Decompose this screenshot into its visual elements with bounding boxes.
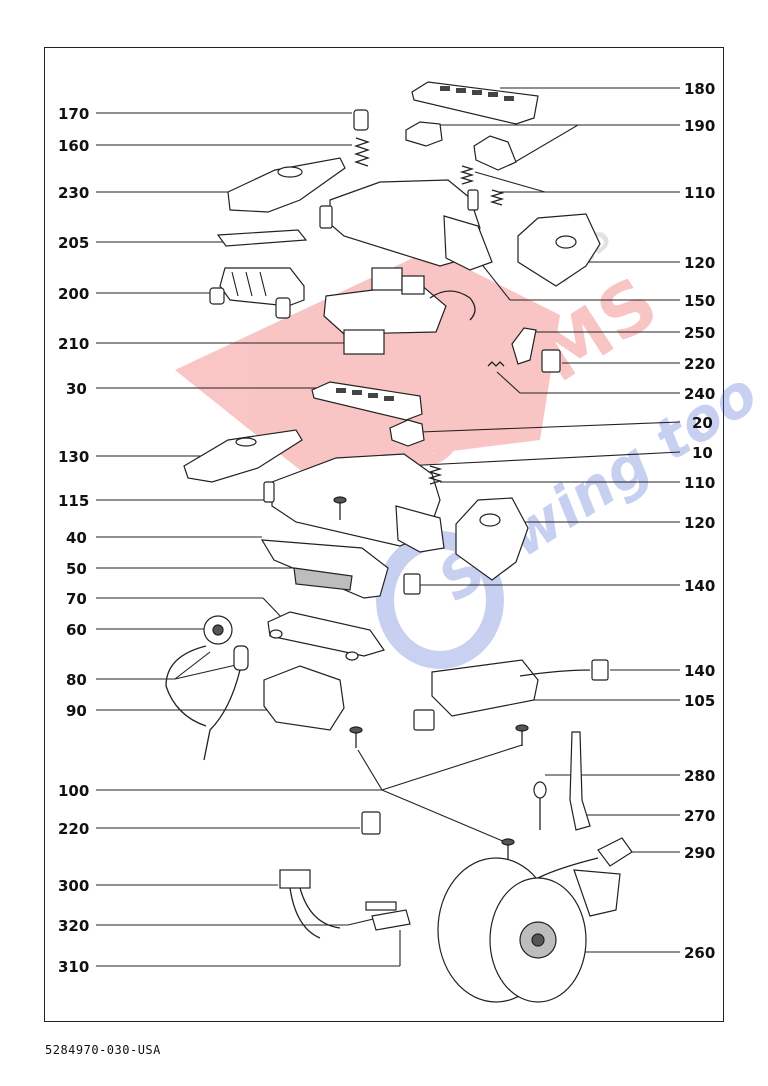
label-140-upper: 140 [684, 577, 715, 595]
label-280: 280 [684, 767, 715, 785]
part-230-top-cover [227, 157, 346, 213]
label-260: 260 [684, 944, 715, 962]
label-60: 60 [66, 621, 87, 639]
label-120-upper: 120 [684, 254, 715, 272]
label-40: 40 [66, 529, 87, 547]
label-105: 105 [684, 692, 715, 710]
part-190-clips [405, 121, 517, 171]
left-label-column: 170 160 230 205 200 210 30 130 115 40 50… [58, 105, 89, 976]
label-200: 200 [58, 285, 89, 303]
part-300-connector [279, 869, 341, 939]
label-310: 310 [58, 958, 89, 976]
label-210: 210 [58, 335, 89, 353]
part-170-knob [353, 109, 369, 131]
label-220-left: 220 [58, 820, 89, 838]
part-320-sensor [365, 901, 397, 911]
label-90: 90 [66, 702, 87, 720]
label-290: 290 [684, 844, 715, 862]
part-290-plug [537, 837, 633, 879]
part-200-bracket [209, 267, 305, 319]
part-40-cover-plate [260, 539, 389, 599]
label-130: 130 [58, 448, 89, 466]
part-205-strip [216, 229, 308, 247]
part-30-button-panel [311, 381, 423, 421]
label-110-upper: 110 [684, 184, 715, 202]
part-110-spring-lower [427, 465, 443, 485]
part-180-control-panel [411, 81, 539, 125]
part-270-lever [569, 731, 591, 831]
part-115-screw [333, 496, 347, 520]
part-240-pin [487, 361, 505, 367]
label-110-lower: 110 [684, 474, 715, 492]
part-20-clip [389, 419, 425, 447]
part-150-upper-housing [319, 179, 493, 271]
label-30: 30 [66, 380, 87, 398]
part-280-spring [533, 781, 547, 830]
part-130-rear-cover [183, 429, 303, 483]
part-160-spring [353, 137, 371, 167]
label-140-lower: 140 [684, 662, 715, 680]
part-120-side-cover-lower [455, 497, 529, 581]
part-220-microswitch-lower [361, 811, 381, 835]
diagram-frame [44, 47, 724, 1022]
label-170: 170 [58, 105, 89, 123]
label-180: 180 [684, 80, 715, 98]
label-70: 70 [66, 590, 87, 608]
part-140-switch-lower [591, 659, 609, 681]
part-250-bracket [511, 327, 537, 365]
right-label-column: 180 190 110 120 150 250 220 240 20 10 11… [684, 80, 715, 962]
watermark-red-shape [175, 250, 560, 470]
part-110-springs-upper [459, 165, 505, 206]
label-160: 160 [58, 137, 89, 155]
part-260-cord-reel [437, 857, 621, 1003]
right-leader-lines [402, 87, 681, 953]
label-150: 150 [684, 292, 715, 310]
part-120-side-cover-upper [517, 213, 601, 287]
label-20: 20 [692, 414, 713, 432]
label-10: 10 [692, 444, 713, 462]
part-220-microswitch-upper [541, 349, 561, 373]
part-210-circuit-board [323, 267, 476, 355]
document-code: 5284970-030-USA [45, 1043, 161, 1057]
label-250: 250 [684, 324, 715, 342]
label-300: 300 [58, 877, 89, 895]
part-90-base [263, 665, 345, 731]
label-240: 240 [684, 385, 715, 403]
label-270: 270 [684, 807, 715, 825]
part-50-slider [293, 567, 353, 591]
label-80: 80 [66, 671, 87, 689]
label-320: 320 [58, 917, 89, 935]
part-60-gear [203, 615, 233, 645]
part-70-bracket [267, 611, 385, 661]
part-80-capacitor [165, 645, 249, 761]
label-220-right: 220 [684, 355, 715, 373]
label-230: 230 [58, 184, 89, 202]
label-190: 190 [684, 117, 715, 135]
part-140-switch-upper [403, 573, 421, 595]
part-105-lower-board [413, 659, 591, 731]
label-120-lower: 120 [684, 514, 715, 532]
part-10-main-housing [263, 453, 445, 553]
label-115: 115 [58, 492, 89, 510]
part-310-terminal [371, 909, 411, 931]
label-100: 100 [58, 782, 89, 800]
part-100-screws [349, 724, 529, 860]
label-50: 50 [66, 560, 87, 578]
label-205: 205 [58, 234, 89, 252]
